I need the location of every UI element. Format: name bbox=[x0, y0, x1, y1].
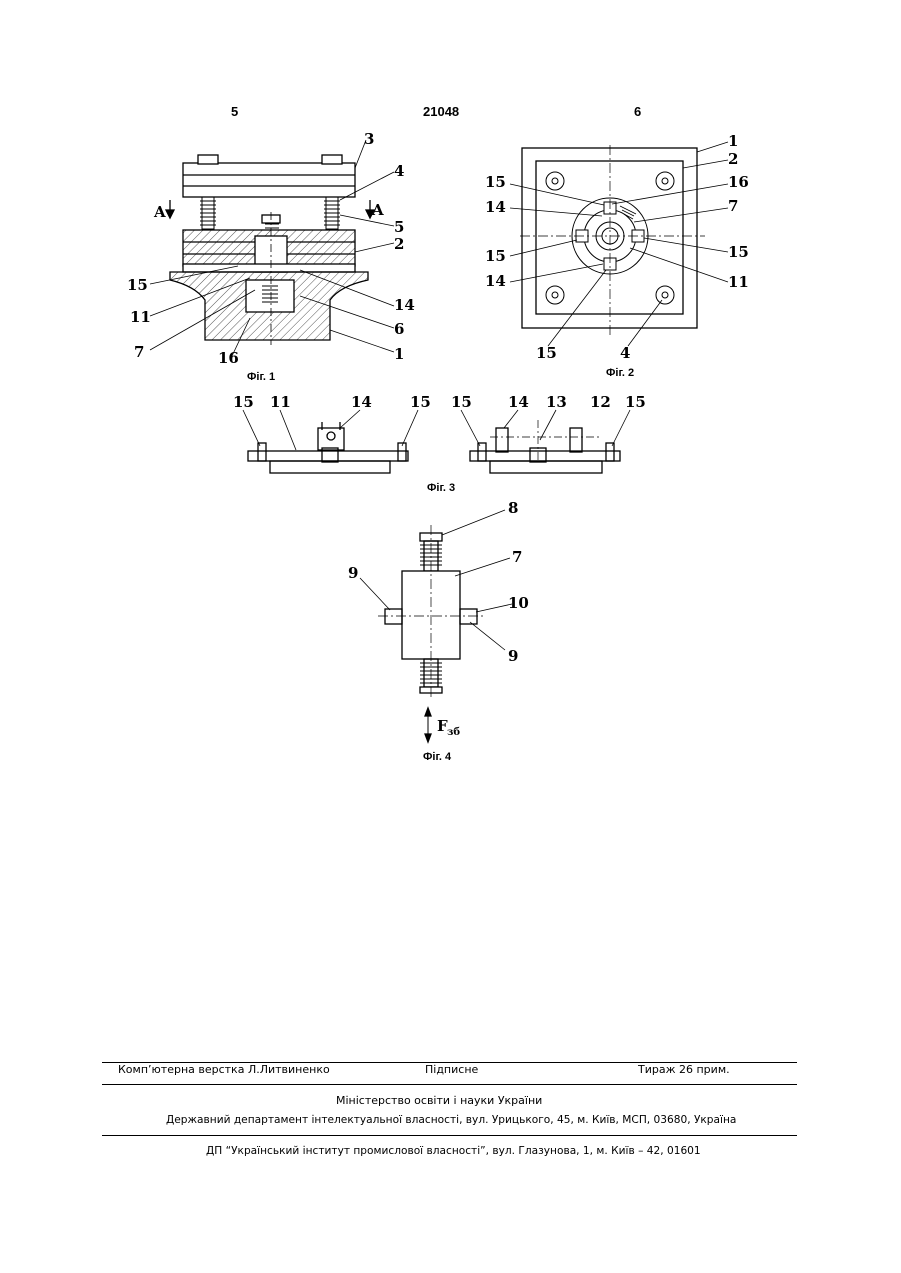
fig2-label-1: 1 bbox=[728, 132, 738, 150]
figure-3-drawing bbox=[243, 410, 630, 473]
fig3-label-11: 11 bbox=[270, 393, 291, 411]
fig4-label-8: 8 bbox=[508, 499, 518, 517]
figure-3-labels: 15 11 14 15 15 14 13 12 15 bbox=[233, 393, 646, 411]
fig2-label-15-right: 15 bbox=[728, 243, 749, 261]
figure-1-caption: Фіг. 1 bbox=[247, 371, 275, 383]
fig2-label-7: 7 bbox=[728, 197, 738, 215]
fig3-label-15-c: 15 bbox=[451, 393, 472, 411]
fig4-label-7: 7 bbox=[512, 548, 522, 566]
footer-ministry: Міністерство освіти і науки України bbox=[336, 1094, 542, 1107]
fig3-label-14-b: 14 bbox=[508, 393, 529, 411]
fig2-label-2: 2 bbox=[728, 150, 738, 168]
fig1-label-A-right: A bbox=[371, 201, 384, 219]
fig3-label-12: 12 bbox=[590, 393, 611, 411]
fig1-label-6: 6 bbox=[394, 320, 404, 338]
footer-signed: Підписне bbox=[425, 1063, 478, 1076]
fig1-label-15: 15 bbox=[127, 276, 148, 294]
fig2-label-15-left: 15 bbox=[485, 247, 506, 265]
figure-2-drawing bbox=[510, 142, 728, 346]
fig1-label-16: 16 bbox=[218, 349, 239, 367]
fig2-label-15-top: 15 bbox=[485, 173, 506, 191]
fig1-label-11: 11 bbox=[130, 308, 151, 326]
footer-typeset: Комп’ютерна верстка Л.Литвиненко bbox=[118, 1063, 330, 1076]
fig2-label-14-top: 14 bbox=[485, 198, 506, 216]
fig1-label-7: 7 bbox=[134, 343, 144, 361]
footer-publisher: ДП “Український інститут промислової вла… bbox=[206, 1145, 701, 1157]
footer-circulation: Тираж 26 прим. bbox=[638, 1063, 730, 1076]
fig1-label-5: 5 bbox=[394, 218, 404, 236]
fig2-label-11: 11 bbox=[728, 273, 749, 291]
fig3-label-15-b: 15 bbox=[410, 393, 431, 411]
fig3-label-15-a: 15 bbox=[233, 393, 254, 411]
footer-department: Державний департамент інтелектуальної вл… bbox=[166, 1114, 736, 1126]
fig1-label-A-left: A bbox=[153, 203, 166, 221]
fig1-label-2: 2 bbox=[394, 235, 404, 253]
footer-rule-middle bbox=[102, 1084, 797, 1085]
fig3-label-15-d: 15 bbox=[625, 393, 646, 411]
figure-4-caption: Фіг. 4 bbox=[423, 751, 451, 763]
fig4-label-10: 10 bbox=[508, 594, 529, 612]
fig2-label-15-bottom: 15 bbox=[536, 344, 557, 362]
fig3-label-13: 13 bbox=[546, 393, 567, 411]
fig4-label-9-left: 9 bbox=[348, 564, 358, 582]
fig3-label-14-a: 14 bbox=[351, 393, 372, 411]
fig1-label-3: 3 bbox=[364, 130, 374, 148]
fig1-label-4: 4 bbox=[394, 162, 404, 180]
footer-rule-bottom bbox=[102, 1135, 797, 1136]
fig2-label-14-bottom: 14 bbox=[485, 272, 506, 290]
fig4-force-subscript: зб bbox=[447, 727, 460, 738]
fig2-label-16: 16 bbox=[728, 173, 749, 191]
technical-drawings: 3 4 A A 5 2 15 11 14 7 6 16 1 bbox=[0, 0, 901, 800]
figure-2-caption: Фіг. 2 bbox=[606, 367, 634, 379]
figure-3-caption: Фіг. 3 bbox=[427, 482, 455, 494]
figure-4-drawing bbox=[360, 510, 512, 742]
figure-1-drawing bbox=[150, 140, 394, 356]
fig2-label-4: 4 bbox=[620, 344, 630, 362]
fig1-label-14: 14 bbox=[394, 296, 415, 314]
fig1-label-1: 1 bbox=[394, 345, 404, 363]
fig4-label-9-right: 9 bbox=[508, 647, 518, 665]
